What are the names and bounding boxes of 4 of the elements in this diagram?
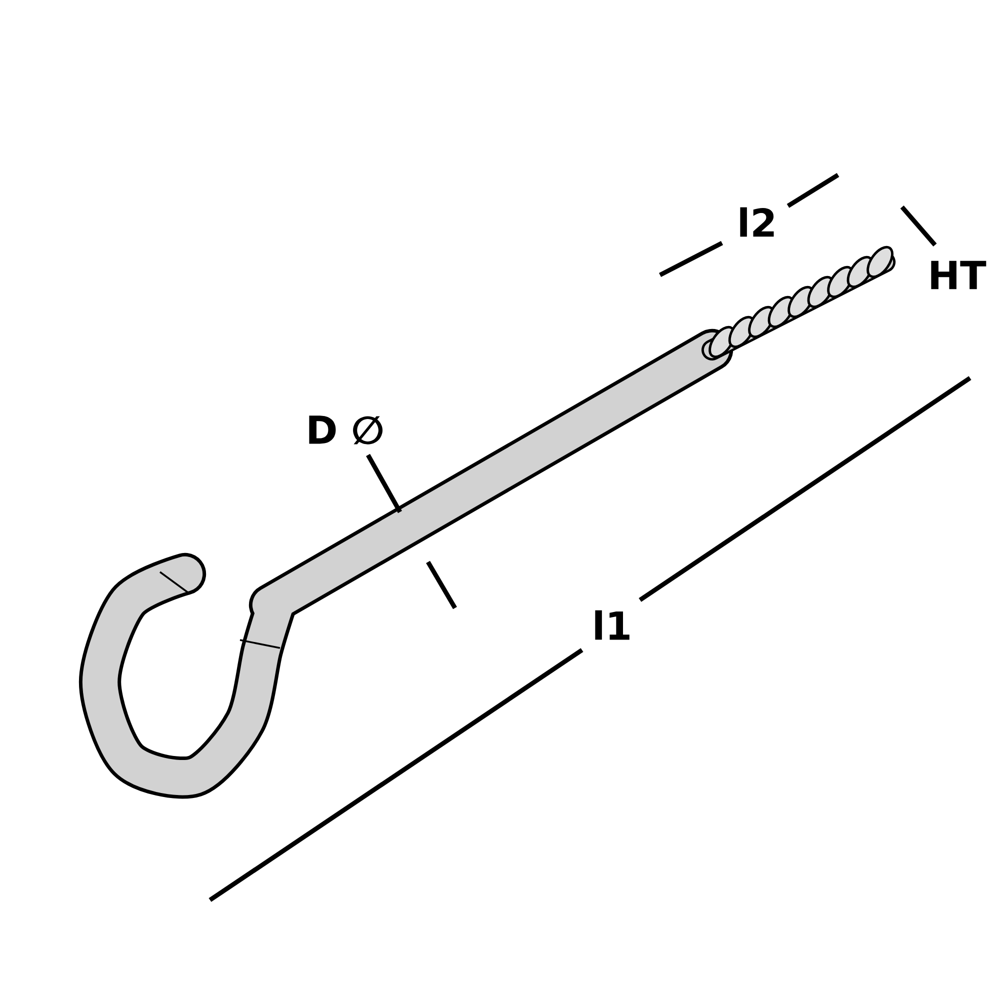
dimension-label: D ∅ bbox=[309, 416, 383, 444]
dimension-label: l1 bbox=[595, 610, 630, 640]
dimension-label: l2 bbox=[740, 207, 774, 237]
dimension-label: HT bbox=[931, 260, 986, 290]
